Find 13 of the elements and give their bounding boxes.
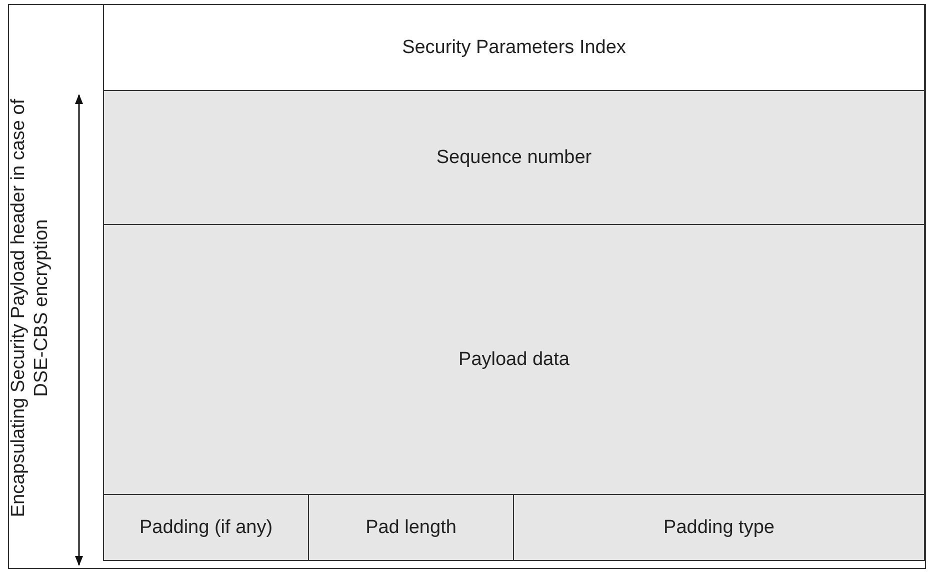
field-cell xyxy=(308,494,514,561)
field-label: Padding (if any) xyxy=(139,516,273,538)
field-cell xyxy=(513,494,925,561)
field-label: Pad length xyxy=(366,516,456,538)
field-row xyxy=(103,90,925,225)
field-label: Payload data xyxy=(458,348,570,370)
field-row xyxy=(103,4,925,91)
field-label: Security Parameters Index xyxy=(402,36,626,58)
field-label: Padding type xyxy=(664,516,774,538)
field-cell xyxy=(103,494,309,561)
field-label: Sequence number xyxy=(436,146,592,168)
side-note: Encapsulating Security Payload header in case of DSE-CBS encryption xyxy=(7,98,53,520)
field-row xyxy=(103,224,925,495)
